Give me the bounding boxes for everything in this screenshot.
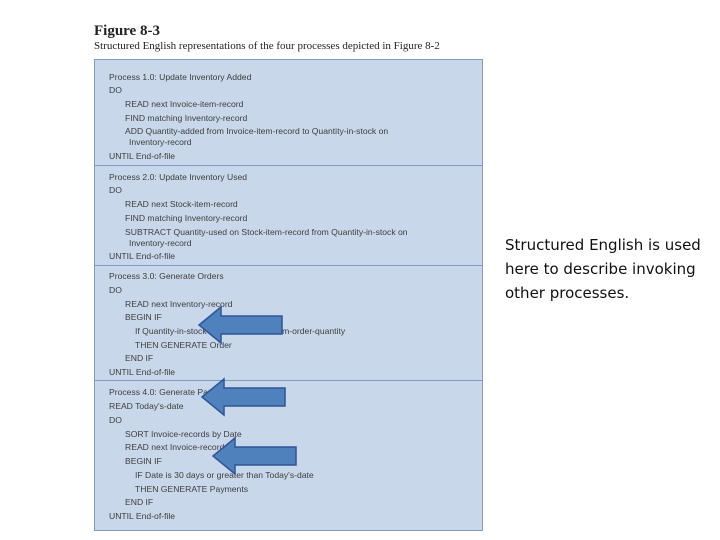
code-line: FIND matching Inventory-record <box>125 213 248 223</box>
left-arrow-icon <box>197 305 283 345</box>
code-line: READ next Invoice-record <box>125 442 225 452</box>
code-line: UNTIL End-of-file <box>109 367 176 377</box>
code-line: IF Date is 30 days or greater than Today… <box>135 470 314 480</box>
code-line: UNTIL End-of-file <box>109 251 176 261</box>
code-line: Inventory-record <box>129 238 192 248</box>
code-line: READ next Inventory-record <box>125 299 233 309</box>
code-line: READ next Invoice-item-record <box>125 99 244 109</box>
process-3-section: Process 3.0: Generate Orders DO READ nex… <box>95 266 482 381</box>
code-line: READ next Stock-item-record <box>125 199 238 209</box>
code-line: THEN GENERATE Payments <box>135 484 249 494</box>
code-line: SORT Invoice-records by Date <box>125 429 242 439</box>
code-line: END IF <box>125 497 154 507</box>
figure-title: Figure 8-3 <box>94 23 160 39</box>
code-line: SUBTRACT Quantity-used on Stock-item-rec… <box>125 227 408 237</box>
code-line: BEGIN IF <box>125 456 162 466</box>
side-note: Structured English is used here to descr… <box>505 236 701 302</box>
code-line: READ Today's-date <box>109 401 184 411</box>
code-line: ADD Quantity-added from Invoice-item-rec… <box>125 126 389 136</box>
code-line: Inventory-record <box>129 137 192 147</box>
figure-caption: Structured English representations of th… <box>94 40 440 52</box>
process-2-section: Process 2.0: Update Inventory Used DO RE… <box>95 166 482 266</box>
code-line: FIND matching Inventory-record <box>125 113 248 123</box>
code-line: UNTIL End-of-file <box>109 511 176 521</box>
code-line: DO <box>109 85 122 95</box>
process-heading: Process 4.0: Generate Payments <box>109 387 236 397</box>
process-4-section: Process 4.0: Generate Payments READ Toda… <box>95 381 482 532</box>
left-arrow-icon <box>211 436 297 476</box>
code-line: DO <box>109 415 122 425</box>
code-line: THEN GENERATE Order <box>135 340 232 350</box>
left-arrow-icon <box>200 377 286 417</box>
code-line: DO <box>109 285 122 295</box>
process-heading: Process 1.0: Update Inventory Added <box>109 72 252 82</box>
process-heading: Process 3.0: Generate Orders <box>109 271 224 281</box>
code-line: END IF <box>125 353 154 363</box>
code-line: BEGIN IF <box>125 312 162 322</box>
process-heading: Process 2.0: Update Inventory Used <box>109 172 248 182</box>
code-line: UNTIL End-of-file <box>109 151 176 161</box>
code-line: DO <box>109 185 122 195</box>
process-1-section: Process 1.0: Update Inventory Added DO R… <box>95 60 482 166</box>
